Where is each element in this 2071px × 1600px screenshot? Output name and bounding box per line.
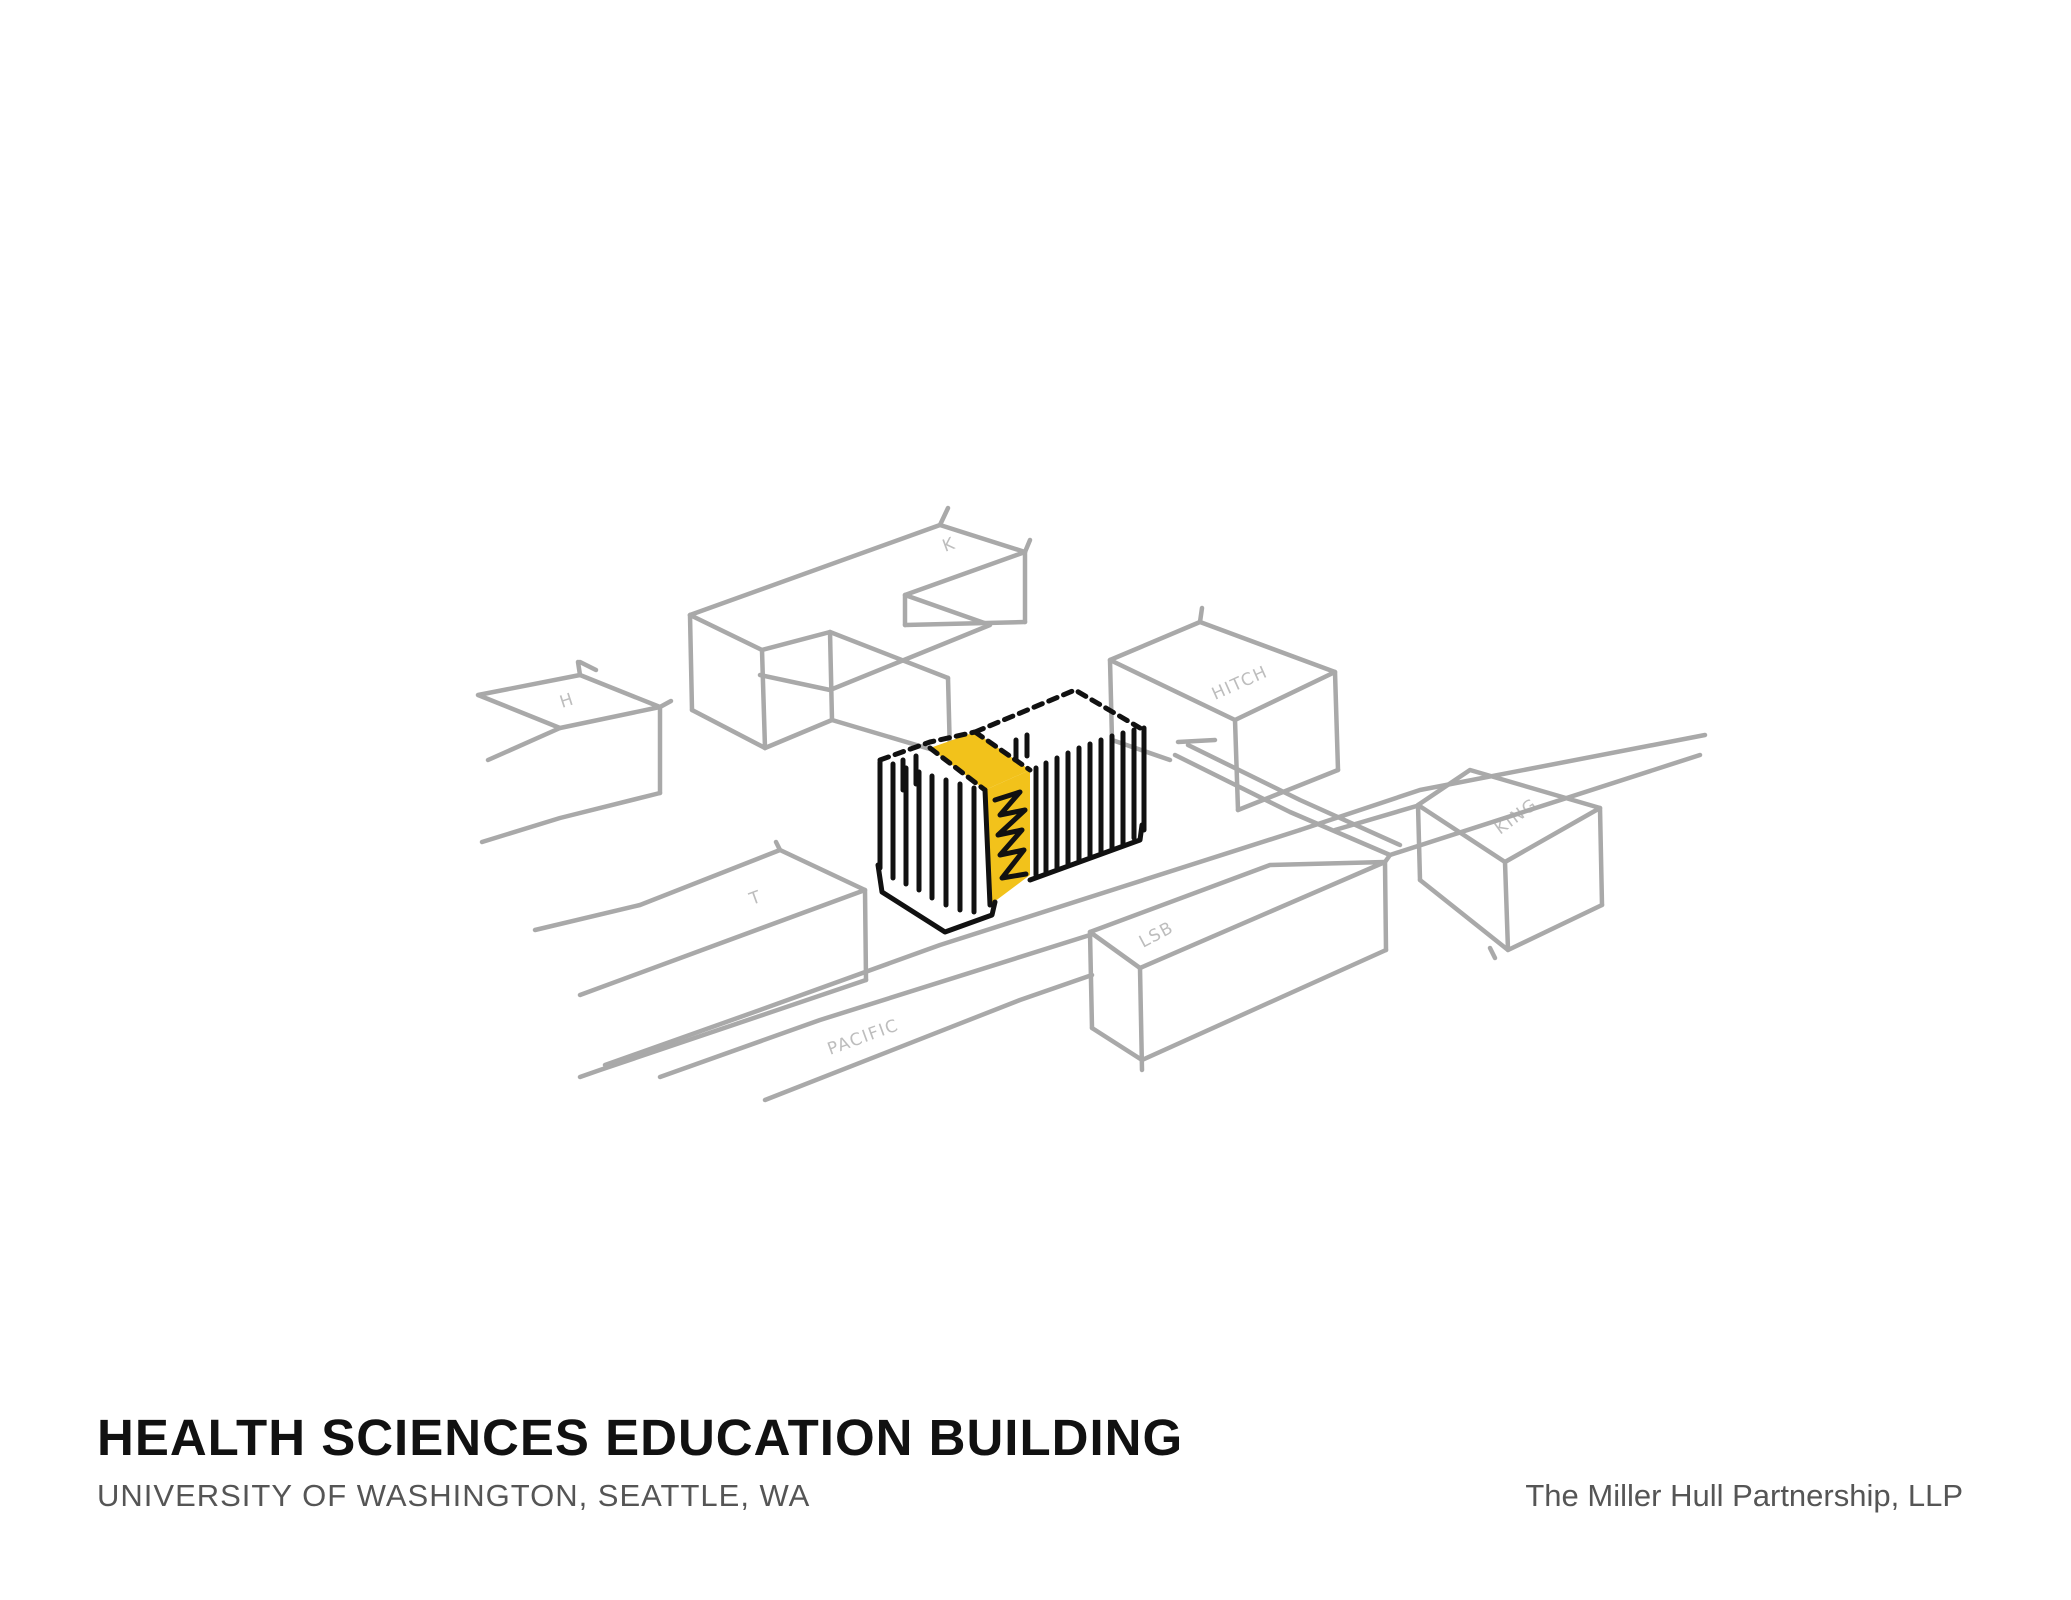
context-building-t: T bbox=[532, 839, 869, 1080]
health-sciences-building bbox=[875, 687, 1147, 935]
label-k: K bbox=[940, 534, 959, 557]
context-building-king: KING bbox=[1415, 767, 1605, 961]
label-t: T bbox=[746, 887, 765, 910]
label-h: H bbox=[557, 689, 577, 712]
project-location: UNIVERSITY OF WASHINGTON, SEATTLE, WA bbox=[97, 1478, 811, 1513]
label-lsb: LSB bbox=[1136, 918, 1178, 953]
label-king: KING bbox=[1491, 795, 1542, 839]
context-building-h: H bbox=[475, 659, 674, 845]
atrium-facade-highlight bbox=[985, 770, 1030, 905]
firm-credit: The Miller Hull Partnership, LLP bbox=[1525, 1478, 1963, 1513]
label-hitch: HITCH bbox=[1209, 662, 1271, 704]
atrium-roof-highlight bbox=[930, 732, 1030, 790]
context-building-lsb: LSB bbox=[1087, 852, 1393, 1073]
context-building-k: K bbox=[687, 505, 1033, 758]
project-title: HEALTH SCIENCES EDUCATION BUILDING bbox=[97, 1409, 1184, 1466]
